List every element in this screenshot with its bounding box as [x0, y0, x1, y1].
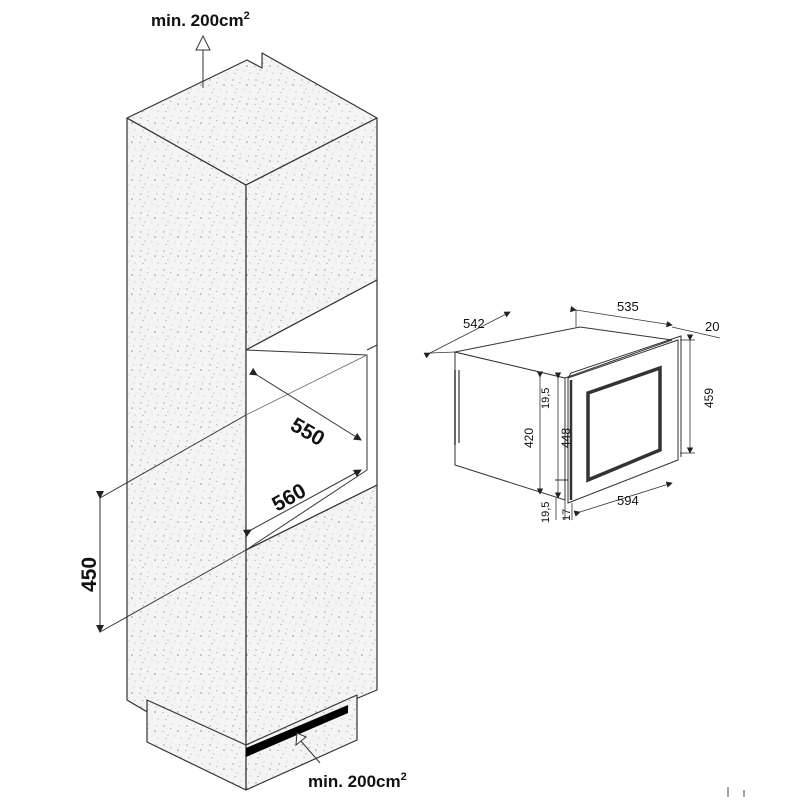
- width-560-line: [242, 469, 362, 537]
- dim-448-label: 448: [559, 428, 573, 448]
- dim-535-label: 535: [617, 299, 639, 314]
- appliance: [454, 326, 682, 504]
- top-vent-arrow-head: [195, 34, 211, 51]
- appliance-dimensions: [423, 305, 721, 520]
- bottom-vent-arrow-head: [295, 732, 307, 747]
- dim-20-line: [671, 326, 721, 339]
- dim-420-label: 420: [522, 428, 536, 448]
- dim-542-line: [423, 311, 511, 359]
- dim-17-label: 17: [561, 509, 573, 521]
- bottom-vent-slot: [246, 705, 348, 757]
- dim-20-label: 20: [705, 319, 719, 334]
- corner-marks: [727, 787, 745, 797]
- appliance-top: [454, 326, 673, 379]
- appliance-glass: [586, 365, 662, 483]
- tall-cabinet: [126, 52, 378, 791]
- dim-594-label: 594: [617, 493, 639, 508]
- dim-542-label: 542: [463, 316, 485, 331]
- depth-550-line: [248, 367, 362, 441]
- cabinet-dimensions: [96, 34, 362, 764]
- dim-535-line: [569, 305, 673, 328]
- height-450-label: 450: [78, 557, 101, 592]
- top-vent-label: min. 200cm2: [151, 10, 250, 30]
- bottom-vent-label: min. 200cm2: [308, 771, 407, 791]
- dim-top-gap-label: 19,5: [540, 388, 552, 409]
- cabinet-left-face: [126, 117, 247, 771]
- dim-459-label: 459: [702, 388, 716, 408]
- dim-bottom-gap-label: 19,5: [540, 502, 552, 523]
- bottom-vent-arrow-line: [299, 739, 321, 764]
- dim-594-line: [573, 481, 673, 517]
